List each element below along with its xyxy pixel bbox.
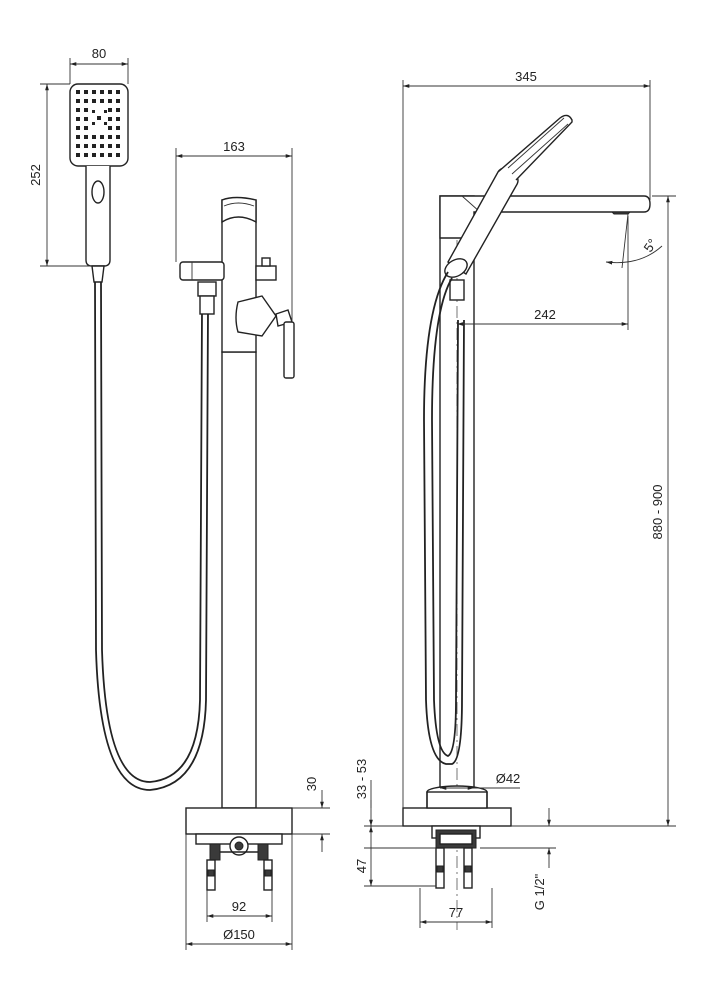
side-base [402, 807, 512, 827]
base-diameter-label: Ø150 [223, 927, 255, 942]
front-width-label: 163 [223, 139, 245, 154]
leg-spacing-front-label: 92 [232, 899, 246, 914]
mixer-body [235, 295, 277, 337]
handle-button [91, 180, 105, 204]
diverter-knob [255, 265, 277, 281]
base-height-label: 30 [304, 777, 319, 791]
head-height-label: 252 [28, 164, 43, 186]
handle-connector [91, 265, 105, 283]
front-view: 163 30 92 Ø150 [175, 139, 330, 950]
mixer-lever [283, 321, 295, 379]
shower-holder [179, 261, 225, 281]
shower-nozzle-grid [76, 90, 120, 157]
spout-angle-label: 5° [641, 236, 660, 255]
hose-inner [100, 281, 203, 783]
side-view: 345 242 5° 880 - 900 Ø42 33 - 53 47 G 1/… [354, 69, 676, 930]
side-hose [423, 271, 465, 765]
hand-shower: 80 252 [28, 46, 209, 791]
spout-reach-label: 242 [534, 307, 556, 322]
front-feet [206, 836, 273, 891]
head-width-label: 80 [92, 46, 106, 61]
column-diameter-label: Ø42 [496, 771, 521, 786]
side-hand-shower [444, 114, 573, 278]
total-height-label: 880 - 900 [650, 485, 665, 540]
thread-label: G 1/2" [532, 873, 547, 910]
front-column [221, 351, 257, 809]
leg-spacing-side-label: 77 [449, 905, 463, 920]
side-width-label: 345 [515, 69, 537, 84]
connection-height-label: 47 [354, 859, 369, 873]
front-base [185, 807, 293, 835]
floor-depth-label: 33 - 53 [354, 759, 369, 799]
hose [94, 281, 209, 791]
